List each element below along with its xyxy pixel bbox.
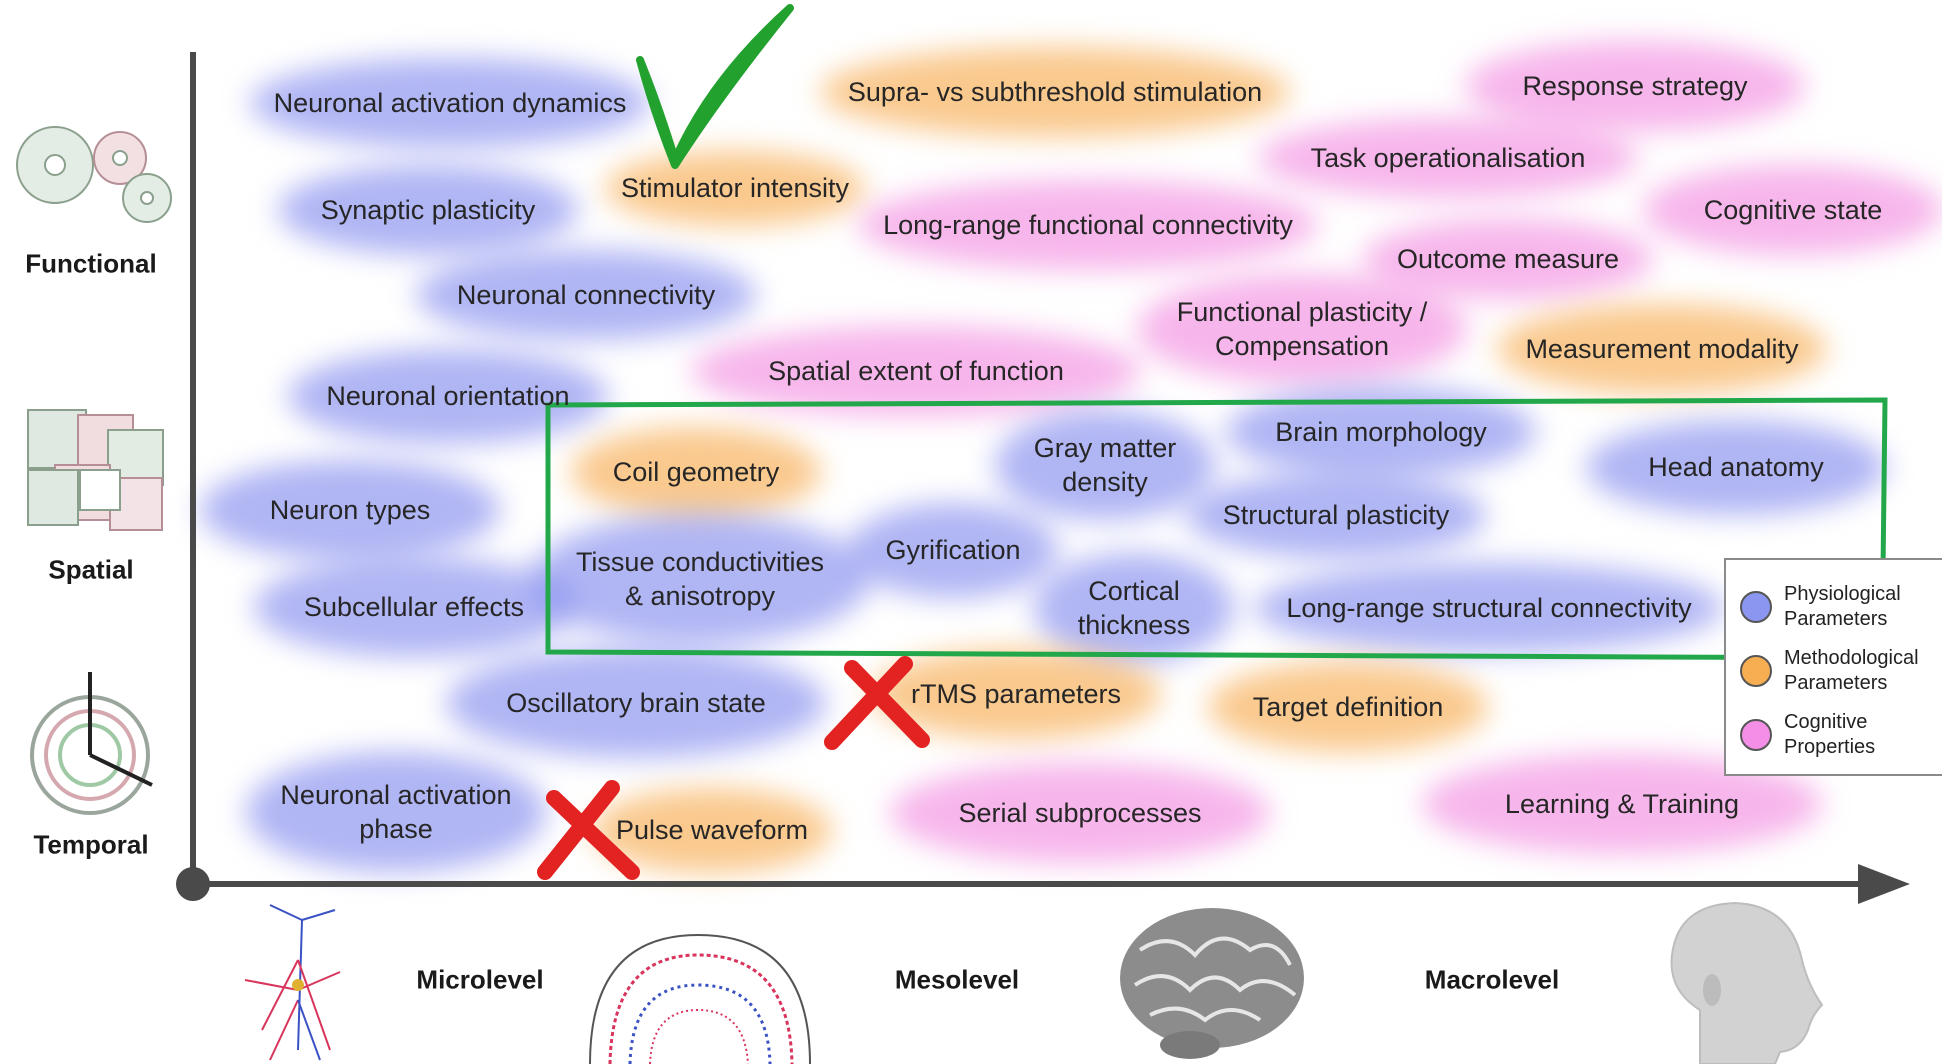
parameter-label: Cortical thickness	[1077, 576, 1191, 640]
parameter-label: Tissue conductivities & anisotropy	[575, 547, 825, 611]
clock-icon	[30, 672, 153, 815]
parameter-blob	[1586, 419, 1886, 515]
axis-label-temporal: Temporal	[33, 829, 149, 860]
parameter-label: Neuronal activation phase	[280, 780, 512, 844]
parameter-label: Gyrification	[885, 535, 1021, 565]
parameter-label: Neuronal activation dynamics	[273, 88, 627, 118]
legend-label-physiological: Physiological Parameters	[1784, 583, 1901, 630]
parameter-label: Head anatomy	[1648, 452, 1824, 482]
parameter-label: Functional plasticity / Compensation	[1176, 297, 1428, 361]
parameter-blob	[1497, 304, 1827, 394]
legend-swatch-cognitive	[1740, 719, 1772, 751]
parameter-blob	[605, 150, 865, 226]
parameter-label: Cognitive state	[1703, 195, 1883, 225]
parameter-blob	[1258, 118, 1638, 198]
parameter-label: Neuronal connectivity	[456, 280, 716, 310]
neuron-icon	[244, 904, 341, 1061]
parameter-blob	[1034, 553, 1234, 663]
parameter-blob	[871, 649, 1161, 739]
brain-icon	[1120, 908, 1304, 1059]
axis-arrowhead	[1858, 864, 1910, 904]
cross-icon	[537, 780, 640, 880]
parameter-blob	[246, 752, 546, 872]
parameter-label: Learning & Training	[1504, 789, 1740, 819]
parameter-blob	[848, 502, 1058, 598]
parameter-blob	[530, 514, 870, 644]
parameter-blob	[592, 787, 832, 873]
parameter-blob	[288, 348, 608, 444]
parameter-blob	[1465, 41, 1805, 131]
legend-item-physiological: Physiological Parameters	[1740, 582, 1901, 632]
parameter-blob	[416, 250, 756, 340]
parameter-blob	[1208, 662, 1488, 752]
parameter-label: Measurement modality	[1525, 334, 1799, 364]
parameter-label: Long-range structural connectivity	[1286, 593, 1692, 623]
level-label-microlevel: Microlevel	[416, 964, 544, 995]
parameter-label: Target definition	[1252, 692, 1444, 722]
parameter-blob	[200, 460, 500, 560]
level-label-macrolevel: Macrolevel	[1424, 964, 1560, 995]
parameter-label: Neuronal orientation	[326, 381, 570, 411]
axis-label-spatial: Spatial	[48, 554, 134, 585]
parameter-label: Coil geometry	[612, 457, 780, 487]
parameter-label: Pulse waveform	[615, 815, 809, 845]
legend-label-cognitive: Cognitive Properties	[1784, 711, 1876, 758]
parameter-label: Spatial extent of function	[768, 356, 1064, 386]
parameter-label: Gray matter density	[1033, 433, 1177, 497]
axis-label-functional: Functional	[25, 248, 157, 279]
parameter-label: Serial subprocesses	[958, 798, 1202, 828]
parameter-label: Synaptic plasticity	[320, 195, 536, 225]
parameter-label: Structural plasticity	[1222, 500, 1450, 530]
parameter-blob	[1186, 472, 1486, 558]
legend-label-methodological: Methodological Parameters	[1784, 647, 1919, 694]
legend-swatch-methodological	[1740, 655, 1772, 687]
gears-icon	[16, 126, 172, 223]
parameter-label: Stimulator intensity	[620, 173, 850, 203]
legend-swatch-physiological	[1740, 591, 1772, 623]
parameter-blob	[250, 58, 650, 148]
parameter-blob	[1137, 274, 1467, 384]
parameter-label: Oscillatory brain state	[506, 688, 766, 718]
legend-item-methodological: Methodological Parameters	[1740, 646, 1919, 696]
parameter-blob	[890, 763, 1270, 863]
head-icon	[1670, 901, 1824, 1064]
legend: Physiological Parameters Methodological …	[1724, 558, 1942, 776]
parameter-blob	[1363, 219, 1653, 299]
parameter-label: Neuron types	[269, 495, 431, 525]
legend-item-cognitive: Cognitive Properties	[1740, 710, 1875, 760]
parameter-label: Supra- vs subthreshold stimulation	[847, 77, 1263, 107]
parameter-blob	[820, 47, 1290, 137]
parameter-label: Outcome measure	[1396, 244, 1620, 274]
cross-icon	[824, 656, 930, 750]
level-label-mesolevel: Mesolevel	[894, 964, 1020, 995]
parameter-blob	[995, 410, 1215, 520]
parameter-label: Task operationalisation	[1310, 143, 1586, 173]
parameter-blob	[858, 180, 1318, 270]
parameter-blob	[278, 165, 578, 255]
cortex-column-icon	[589, 933, 811, 1064]
parameter-label: rTMS parameters	[910, 679, 1122, 709]
parameter-blob	[1643, 165, 1942, 255]
parameter-blob	[446, 648, 826, 758]
parameter-label: Response strategy	[1522, 71, 1748, 101]
axis-origin	[176, 867, 210, 901]
parameter-label: Subcellular effects	[303, 592, 525, 622]
cubes-icon	[27, 409, 164, 531]
checkmark-icon	[636, 4, 794, 169]
parameter-blob	[571, 427, 821, 517]
parameter-label: Long-range functional connectivity	[883, 210, 1293, 240]
parameter-label: Brain morphology	[1275, 417, 1487, 447]
parameter-blob	[1254, 563, 1724, 653]
parameter-blob	[254, 557, 574, 657]
